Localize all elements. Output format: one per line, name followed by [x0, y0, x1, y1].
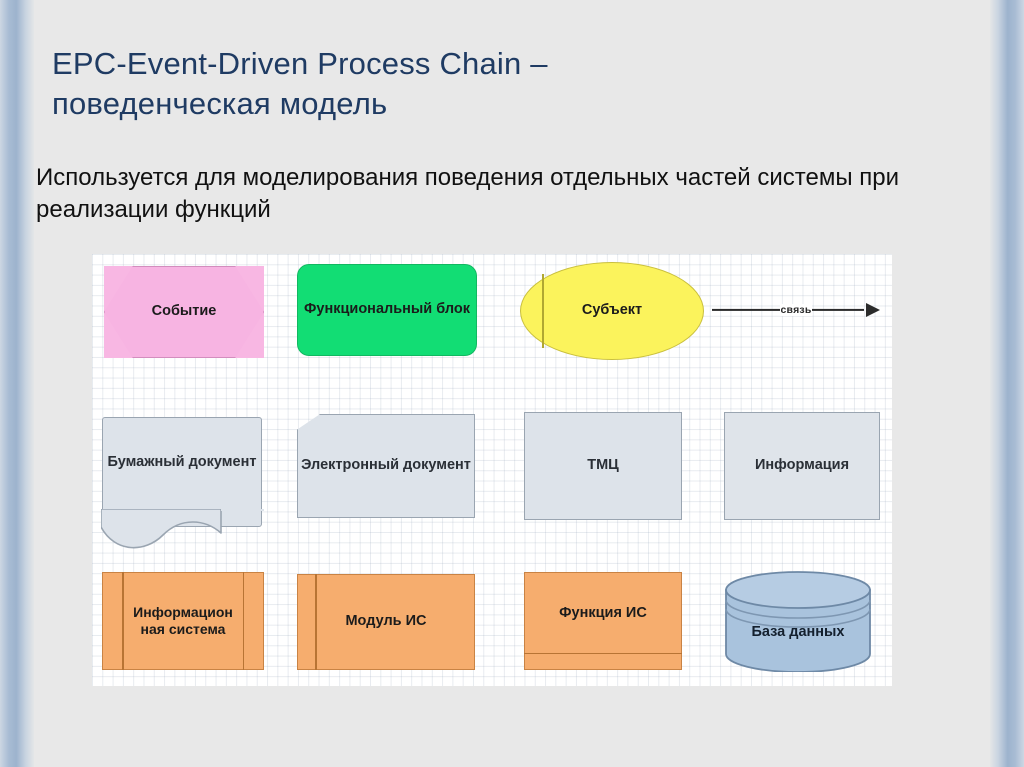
shape-connection-arrow: связь	[712, 294, 880, 326]
rounded-rect-shape	[297, 264, 477, 356]
shape-event: Событие	[104, 266, 264, 358]
shape-functional-block: Функциональный блок	[297, 264, 477, 356]
left-edge-band	[0, 0, 34, 767]
shape-subject-label: Субъект	[581, 302, 643, 319]
shape-is-function-label: Функция ИС	[559, 605, 647, 622]
shape-information-system: Информационная система	[102, 572, 264, 670]
node-bottom-bar-icon	[524, 652, 682, 654]
node-left-bar-icon	[122, 572, 124, 670]
ellipse-shape	[520, 262, 704, 360]
shape-information: Информация	[724, 412, 880, 520]
node-left-bar-icon	[315, 574, 317, 670]
shape-tmc: ТМЦ	[524, 412, 682, 520]
shape-database: База данных	[722, 568, 874, 672]
shape-is-module: Модуль ИС	[297, 574, 475, 670]
subject-divider-line	[542, 274, 544, 348]
rect-shape	[524, 412, 682, 520]
shape-subject: Субъект	[520, 262, 704, 360]
hexagon-shape	[104, 266, 264, 358]
shape-information-system-label: Информационная система	[133, 603, 233, 637]
shape-tmc-label: ТМЦ	[587, 457, 619, 474]
node-rect-shape	[102, 572, 264, 670]
shape-electronic-document-label: Электронный документ	[301, 457, 471, 474]
document-wave-icon	[100, 509, 264, 549]
shape-is-module-label: Модуль ИС	[345, 613, 427, 630]
right-edge-band	[990, 0, 1024, 767]
shape-paper-document: Бумажный документ	[100, 417, 264, 549]
cut-corner-rect-shape	[297, 414, 475, 518]
page-subtitle: Используется для моделирования поведения…	[36, 164, 899, 224]
rect-shape	[724, 412, 880, 520]
node-rect-shape	[297, 574, 475, 670]
node-right-bar-icon	[242, 572, 244, 670]
shape-functional-block-label: Функциональный блок	[304, 301, 470, 318]
legend-diagram: Событие Функциональный блок Субъект связ…	[92, 254, 892, 686]
shape-event-label: Событие	[151, 303, 217, 320]
shape-is-function: Функция ИС	[524, 572, 682, 670]
shape-electronic-document: Электронный документ	[297, 414, 475, 518]
page-title: EPC-Event-Driven Process Chain – поведен…	[52, 46, 548, 121]
connection-label: связь	[779, 303, 813, 317]
arrow-head-icon	[866, 303, 880, 317]
shape-paper-document-label: Бумажный документ	[107, 454, 257, 471]
shape-database-label: База данных	[751, 624, 845, 641]
database-cylinder-icon	[725, 571, 871, 672]
shape-information-label: Информация	[754, 457, 850, 474]
